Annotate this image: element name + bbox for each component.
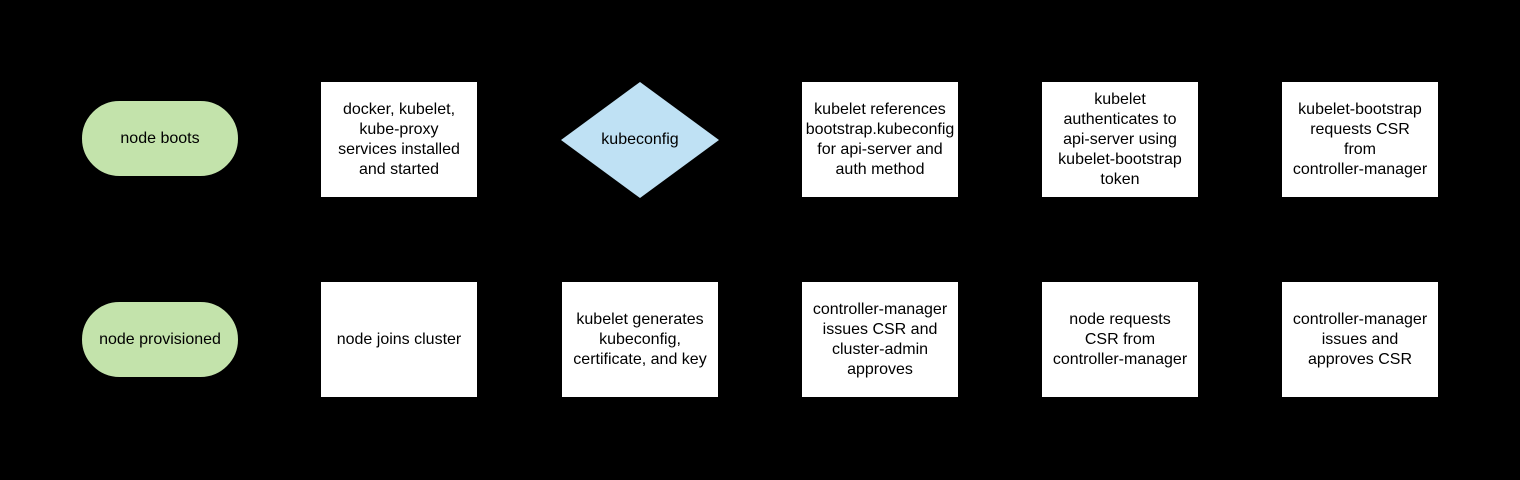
node-label: kubelet-bootstrap requests CSR from cont… (1292, 100, 1428, 178)
process-kubelet-generates-kubeconfig: kubelet generates kubeconfig, certificat… (561, 281, 719, 398)
node-label: kubelet authenticates to api-server usin… (1058, 90, 1182, 188)
process-controller-manager-issues-approves-csr: controller-manager issues and approves C… (1281, 281, 1439, 398)
node-label: node provisioned (99, 330, 221, 348)
process-services-installed: docker, kubelet, kube-proxy services ins… (320, 81, 478, 198)
node-label: docker, kubelet, kube-proxy services ins… (338, 100, 460, 178)
process-node-joins-cluster: node joins cluster (320, 281, 478, 398)
process-kubelet-references-bootstrap-kubeconfig: kubelet references bootstrap.kubeconfig … (801, 81, 959, 198)
decision-kubeconfig: kubeconfig (561, 82, 719, 198)
node-label: kubelet generates kubeconfig, certificat… (573, 310, 707, 368)
terminator-node-provisioned: node provisioned (81, 301, 239, 378)
process-controller-manager-issues-csr-cluster-admin-approves: controller-manager issues CSR and cluste… (801, 281, 959, 398)
node-label: controller-manager issues CSR and cluste… (812, 300, 948, 378)
node-label: controller-manager issues and approves C… (1292, 310, 1428, 368)
node-label: node boots (120, 129, 200, 147)
node-label: node joins cluster (336, 330, 462, 348)
process-node-requests-csr: node requests CSR from controller-manage… (1041, 281, 1199, 398)
node-label: kubeconfig (601, 131, 679, 148)
process-kubelet-authenticates: kubelet authenticates to api-server usin… (1041, 81, 1199, 198)
terminator-node-boots: node boots (81, 100, 239, 177)
node-label: kubelet references bootstrap.kubeconfig … (805, 100, 955, 178)
node-label: node requests CSR from controller-manage… (1052, 310, 1188, 368)
process-kubelet-bootstrap-requests-csr: kubelet-bootstrap requests CSR from cont… (1281, 81, 1439, 198)
